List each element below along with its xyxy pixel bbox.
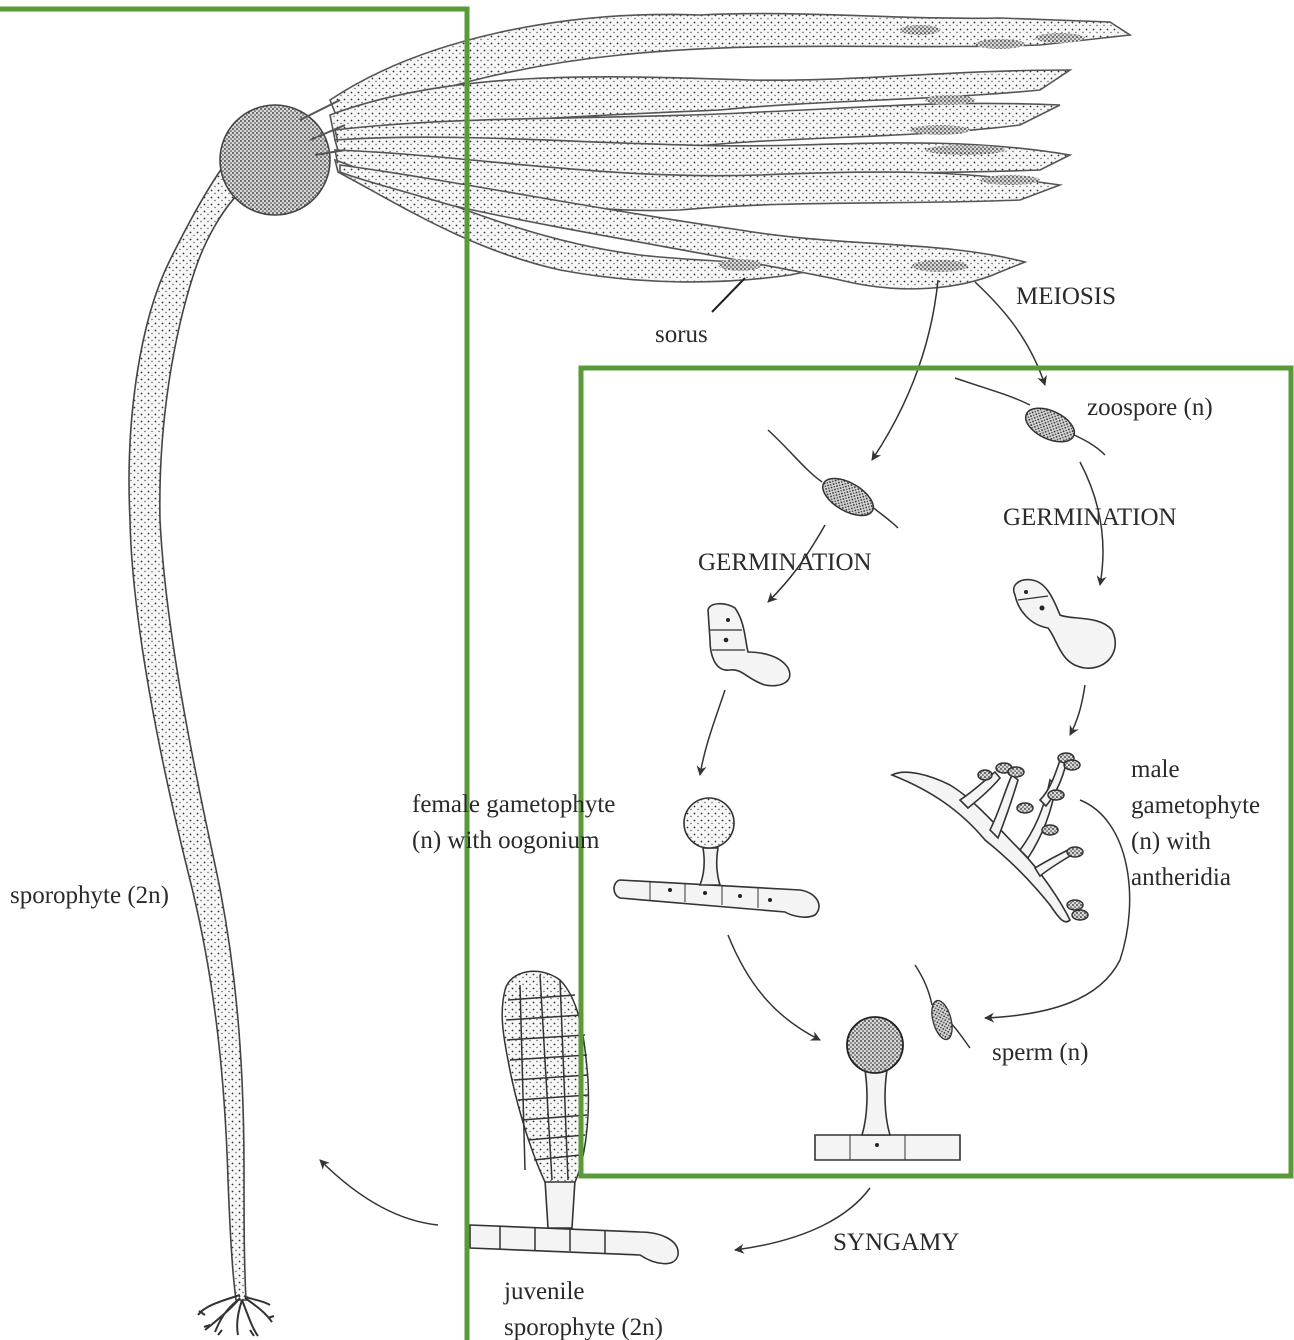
- pneumatocyst-bulb: [220, 105, 330, 215]
- syngamy-label: SYNGAMY: [833, 1229, 959, 1256]
- germination-label-right: GERMINATION: [1003, 504, 1177, 531]
- sporophyte-stipe: [129, 100, 345, 1300]
- female-gametophyte: [614, 798, 819, 917]
- juvenile-sporophyte: [470, 971, 678, 1263]
- male-gametophyte: [892, 753, 1088, 922]
- sperm: [915, 965, 970, 1048]
- fertilized-oogonium: [815, 1017, 960, 1160]
- sorus-label: sorus: [655, 321, 708, 348]
- germling-right: [1014, 580, 1116, 668]
- zoospore-left: [768, 430, 898, 528]
- zoospore-label: zoospore (n): [1087, 394, 1213, 421]
- sperm-label: sperm (n): [992, 1039, 1089, 1066]
- germination-label-left: GERMINATION: [698, 549, 872, 576]
- germling-left: [708, 604, 790, 686]
- oogonium: [684, 798, 734, 848]
- sporophyte-label: sporophyte (2n): [10, 882, 169, 909]
- male-gametophyte-label-1: male: [1131, 756, 1180, 783]
- female-gametophyte-label-2: (n) with oogonium: [412, 827, 600, 854]
- holdfast: [198, 1295, 274, 1336]
- meiosis-label: MEIOSIS: [1016, 283, 1116, 310]
- zoospore-right: [955, 378, 1105, 455]
- sporophyte-fronds: [330, 14, 1130, 289]
- male-gametophyte-label-3: (n) with: [1131, 828, 1211, 855]
- gametophyte-highlight-box: [581, 368, 1291, 1176]
- female-gametophyte-label-1: female gametophyte: [412, 791, 615, 818]
- juvenile-sporophyte-label-1: juvenile: [503, 1278, 585, 1305]
- male-gametophyte-label-4: antheridia: [1131, 864, 1231, 891]
- sorus-pointer-line: [712, 278, 745, 312]
- male-gametophyte-label-2: gametophyte: [1131, 792, 1260, 819]
- juvenile-sporophyte-label-2: sporophyte (2n): [504, 1314, 663, 1340]
